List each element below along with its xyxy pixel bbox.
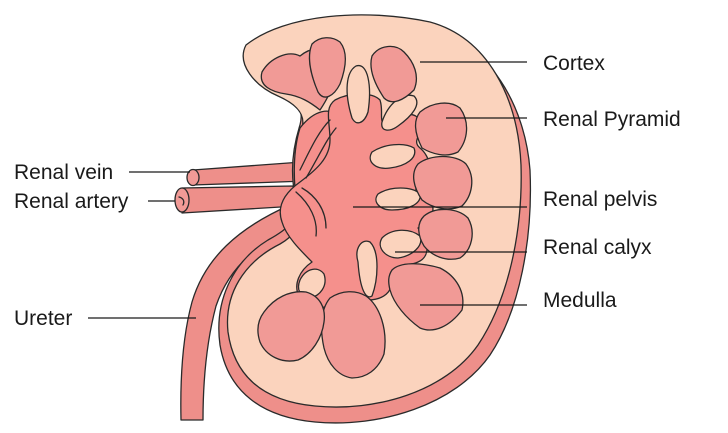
- label-ureter: Ureter: [14, 307, 72, 330]
- renal-artery-opening: [175, 188, 189, 212]
- label-renal-vein: Renal vein: [14, 161, 113, 184]
- renal-pyramid-5: [414, 157, 472, 209]
- label-renal-pelvis: Renal pelvis: [543, 188, 657, 211]
- renal-pyramid-4: [416, 103, 467, 155]
- label-renal-calyx: Renal calyx: [543, 236, 652, 259]
- renal-calyx-1: [347, 66, 369, 123]
- renal-artery-vessel: [182, 186, 297, 213]
- label-medulla: Medulla: [543, 289, 617, 312]
- label-cortex: Cortex: [543, 52, 605, 75]
- renal-vein-vessel: [193, 162, 306, 185]
- label-renal-artery: Renal artery: [14, 190, 129, 213]
- label-renal-pyramid: Renal Pyramid: [543, 108, 681, 131]
